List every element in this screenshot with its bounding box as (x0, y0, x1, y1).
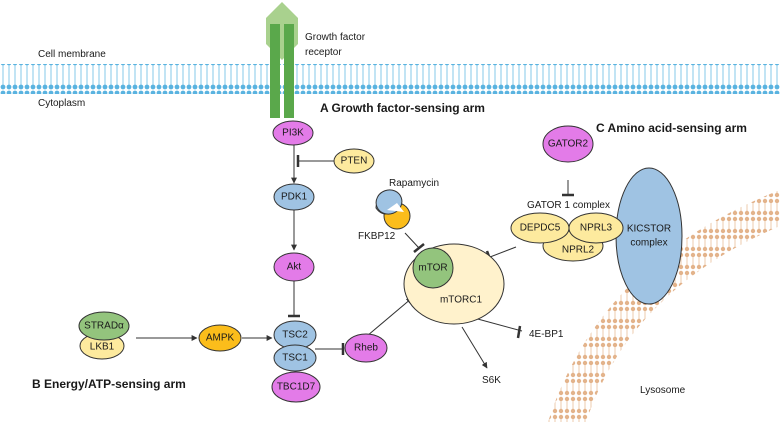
node-tsc1: TSC1 (273, 344, 317, 372)
growth-factor-receptor-label-line2: receptor (305, 47, 342, 58)
pten-label: PTEN (341, 156, 368, 167)
lkb1-label: LKB1 (90, 342, 115, 353)
node-kicstor: KICSTOR complex (615, 167, 683, 305)
section-c-title: C Amino acid-sensing arm (596, 121, 747, 135)
edges (136, 144, 574, 369)
rheb-label: Rheb (354, 343, 378, 354)
tsc2-label: TSC2 (282, 330, 308, 341)
gator1-complex-label: GATOR 1 complex (527, 200, 610, 211)
ampk-label: AMPK (206, 333, 235, 344)
node-akt: Akt (273, 252, 315, 282)
4ebp1-label: 4E-BP1 (529, 329, 564, 340)
node-nprl3: NPRL3 (568, 212, 624, 244)
rapamycin-fkbp12 (375, 189, 411, 230)
tbc1d7-label: TBC1D7 (277, 382, 316, 393)
node-rheb: Rheb (344, 333, 388, 363)
mtorc1-label: mTORC1 (440, 295, 482, 306)
node-gator2: GATOR2 (542, 125, 594, 163)
node-pten: PTEN (333, 148, 375, 174)
section-b-title: B Energy/ATP-sensing arm (32, 377, 186, 391)
tsc1-label: TSC1 (282, 353, 308, 364)
s6k-label: S6K (482, 375, 501, 386)
cell-membrane-label: Cell membrane (38, 49, 106, 60)
node-depdc5: DEPDC5 (510, 212, 570, 244)
pi3k-label: PI3K (282, 128, 304, 139)
node-pdk1: PDK1 (273, 183, 315, 211)
lysosome-label: Lysosome (640, 385, 686, 396)
section-a-title: A Growth factor-sensing arm (320, 101, 485, 115)
mtorc1-complex: mTOR mTORC1 (403, 243, 505, 325)
node-ampk: AMPK (198, 324, 242, 352)
nprl2-label: NPRL2 (562, 245, 595, 256)
stradalpha-label: STRADα (84, 321, 124, 332)
mtor-label: mTOR (418, 263, 447, 274)
growth-factor-receptor (266, 2, 298, 118)
depdc5-label: DEPDC5 (520, 223, 561, 234)
node-stradalpha: STRADα (78, 311, 130, 341)
cell-membrane (0, 64, 780, 94)
gator2-label: GATOR2 (548, 139, 589, 150)
rapamycin-label: Rapamycin (389, 178, 439, 189)
kicstor-label-line1: KICSTOR (627, 224, 671, 235)
pdk1-label: PDK1 (281, 192, 308, 203)
fkbp12-label: FKBP12 (358, 231, 396, 242)
cytoplasm-label: Cytoplasm (38, 98, 85, 109)
kicstor-label-line2: complex (630, 238, 667, 249)
node-tbc1d7: TBC1D7 (271, 371, 321, 403)
akt-label: Akt (287, 262, 302, 273)
growth-factor-receptor-label-line1: Growth factor (305, 32, 366, 43)
nprl3-label: NPRL3 (580, 223, 613, 234)
node-pi3k: PI3K (272, 120, 314, 146)
